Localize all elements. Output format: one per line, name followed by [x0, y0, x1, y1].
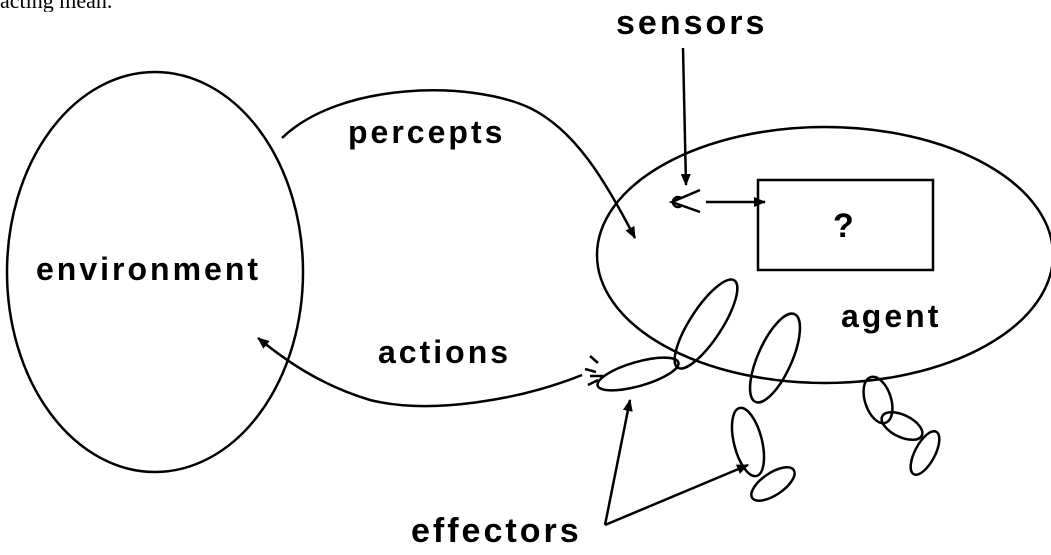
front-leg-shin — [726, 405, 770, 480]
effector-pointer-leg — [605, 465, 748, 525]
front-leg-thigh — [740, 307, 810, 409]
sensors-arrow — [683, 48, 686, 185]
environment-label: environment — [36, 253, 261, 285]
question-mark: ? — [833, 209, 854, 243]
agent-oval — [597, 127, 1051, 383]
sensors-label: sensors — [616, 6, 767, 40]
actions-label: actions — [378, 336, 511, 368]
percepts-label: percepts — [348, 116, 505, 148]
agent-label: agent — [841, 300, 941, 332]
arm-lower — [594, 351, 681, 397]
eye-icon — [672, 190, 700, 212]
back-leg-shin — [877, 406, 926, 445]
effectors-label: effectors — [411, 514, 582, 548]
percepts-arrow — [282, 90, 635, 238]
back-leg-foot — [905, 427, 945, 479]
effector-pointer-arm — [605, 400, 630, 525]
front-leg-foot — [746, 461, 800, 507]
